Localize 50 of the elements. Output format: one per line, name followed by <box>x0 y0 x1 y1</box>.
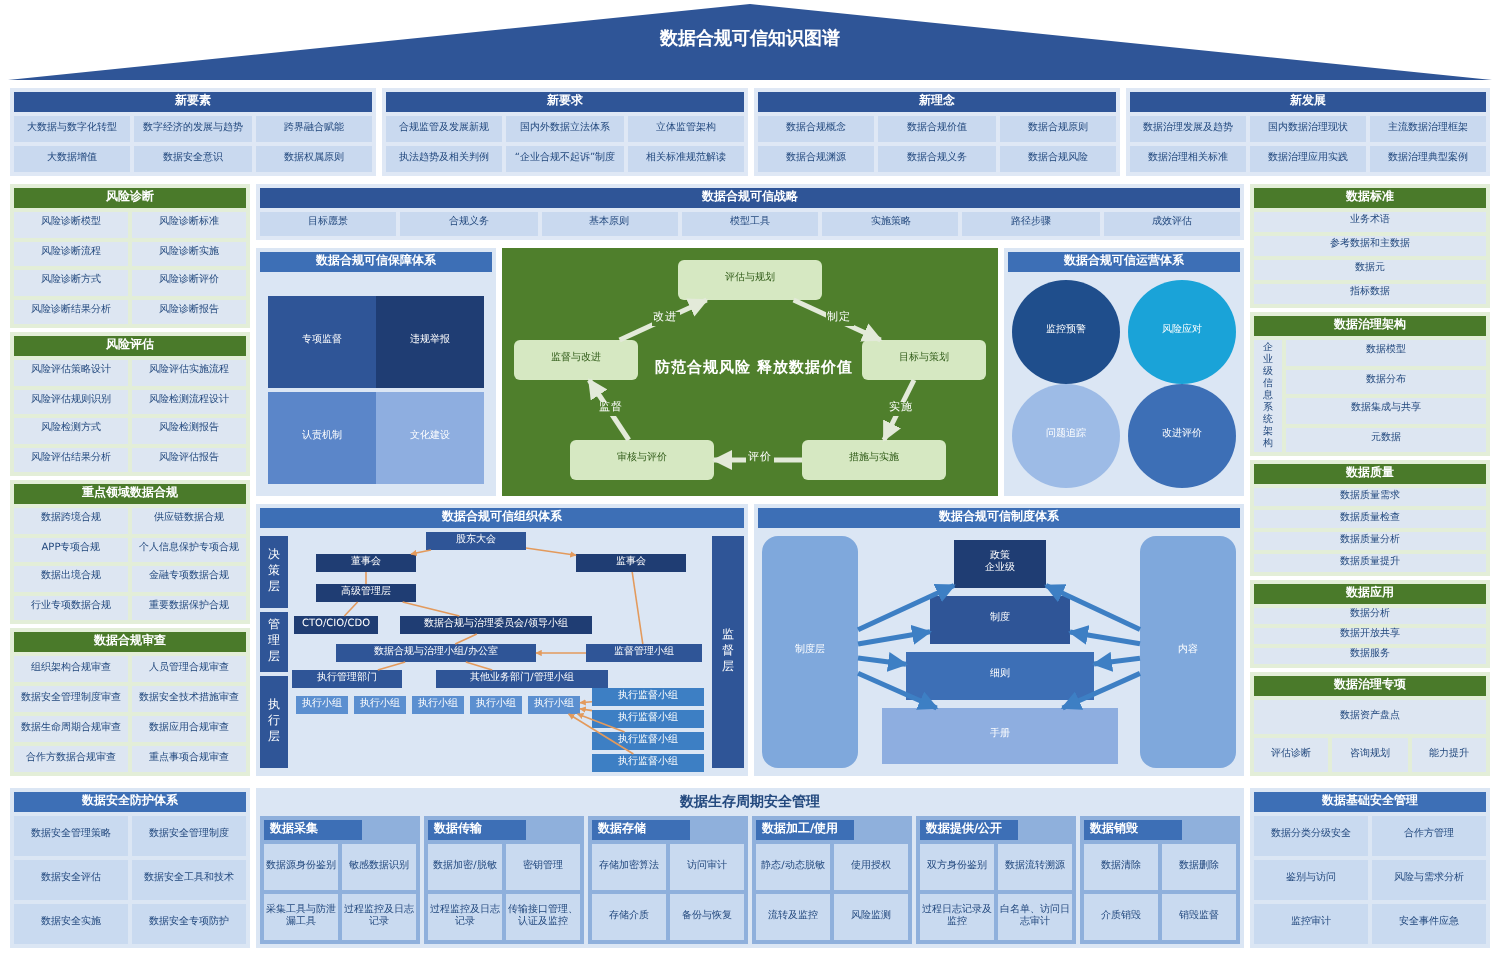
section-panel <box>382 88 748 176</box>
pyramid-level <box>954 540 1046 588</box>
arrow <box>857 624 932 647</box>
arrow <box>1068 625 1141 647</box>
arrow <box>535 649 587 657</box>
arrow <box>857 670 939 711</box>
section-panel <box>10 628 250 776</box>
arrow <box>410 549 432 556</box>
arrow <box>1060 671 1141 711</box>
section-panel <box>1250 672 1490 776</box>
arrow <box>881 378 917 442</box>
section-panel <box>10 88 376 176</box>
subsection-panel <box>424 816 584 944</box>
arrow <box>792 297 883 343</box>
arrow <box>712 450 802 470</box>
arrow <box>576 713 626 733</box>
arrow <box>587 378 631 442</box>
arrow <box>579 706 593 713</box>
section-panel <box>754 88 1120 176</box>
subsection-panel <box>588 816 748 944</box>
section-panel <box>256 248 496 496</box>
section-panel <box>1004 248 1244 496</box>
section-panel <box>1250 788 1490 948</box>
section-panel <box>10 332 250 476</box>
section-panel <box>1250 184 1490 308</box>
section-panel <box>1250 312 1490 456</box>
section-panel <box>10 788 250 948</box>
arrow <box>1044 583 1142 632</box>
subsection-panel <box>752 816 912 944</box>
section-panel <box>10 480 250 624</box>
section-panel <box>1250 580 1490 668</box>
section-panel <box>754 504 1244 776</box>
arrow <box>856 583 956 633</box>
arrow <box>567 713 635 755</box>
section-panel <box>1250 460 1490 576</box>
subsection-panel <box>916 816 1076 944</box>
section-panel <box>502 248 998 496</box>
arrow <box>618 297 709 343</box>
section-panel <box>10 184 250 328</box>
subsection-panel <box>260 816 420 944</box>
section-panel <box>256 788 1244 948</box>
arrow <box>857 652 908 672</box>
arrow <box>1092 651 1141 672</box>
arrow <box>525 547 577 558</box>
section-panel <box>256 184 1244 240</box>
arrow <box>579 699 593 706</box>
diagram-title: 数据合规可信知识图谱 <box>658 28 842 52</box>
subsection-panel <box>1080 816 1240 944</box>
section-panel <box>1126 88 1490 176</box>
section-panel <box>256 504 748 776</box>
